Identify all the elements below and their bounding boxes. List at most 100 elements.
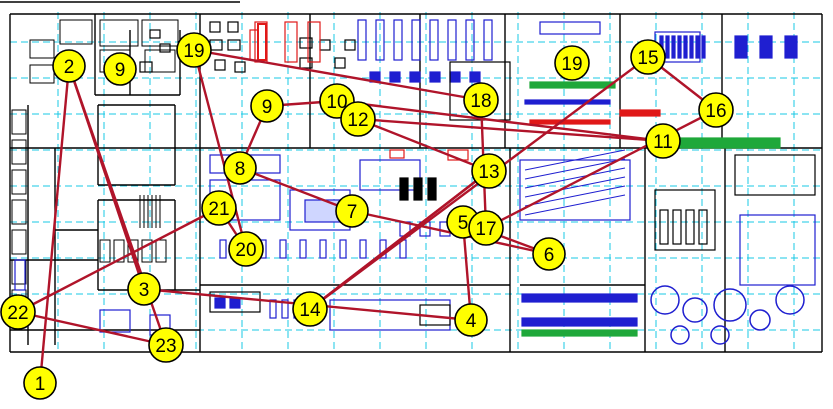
station-marker-9b: 9 [250, 89, 284, 123]
marker-circle [228, 231, 264, 267]
machine [299, 37, 313, 49]
round-machine [713, 288, 747, 322]
marker-circle [103, 52, 137, 86]
marker-circle [471, 153, 507, 189]
black-machine [654, 189, 716, 251]
blue-unit [214, 297, 226, 309]
station-marker-7: 7 [335, 194, 369, 228]
blue-diagonal [524, 158, 626, 180]
marker-label: 9 [115, 60, 126, 81]
green-conveyor [529, 81, 616, 89]
blue-rack [683, 35, 688, 59]
room-cell [113, 239, 125, 263]
blue-bench [279, 239, 287, 259]
blue-unit [409, 71, 421, 83]
blue-rack [695, 35, 700, 59]
blue-bench [339, 239, 347, 259]
route-line-10-11 [336, 99, 664, 143]
marker-circle [52, 49, 86, 83]
room-cell [11, 139, 27, 165]
red-machine [284, 21, 298, 63]
marker-label: 19 [561, 54, 582, 75]
blue-bench [319, 239, 327, 259]
blue-unit [429, 71, 441, 83]
office-room [99, 19, 139, 47]
blue-bench [483, 19, 493, 61]
station-marker-8: 8 [223, 151, 257, 185]
machine [209, 291, 261, 313]
blue-unit [389, 71, 401, 83]
marker-label: 6 [544, 245, 555, 266]
machine [344, 39, 356, 51]
marker-circle [554, 45, 590, 81]
blue-bench [393, 19, 403, 61]
blue-bench [465, 19, 475, 61]
station-marker-3: 3 [127, 272, 161, 306]
marker-label: 9 [262, 97, 273, 118]
station-marker-15: 15 [630, 39, 666, 75]
red-machine [307, 21, 321, 63]
blue-rack [734, 35, 748, 59]
marker-circle [468, 210, 504, 246]
blue-conveyor [521, 317, 638, 327]
office-room [59, 19, 93, 45]
station-marker-1: 1 [23, 366, 57, 400]
station-marker-2: 2 [52, 49, 86, 83]
machine [334, 57, 346, 69]
marker-circle [148, 327, 184, 363]
station-marker-10: 10 [319, 83, 355, 119]
route-line-16-17 [485, 108, 717, 230]
marker-label: 1 [35, 374, 46, 395]
marker-label: 5 [458, 213, 469, 234]
station-marker-11: 11 [645, 123, 681, 159]
marker-circle [250, 89, 284, 123]
blue-cabinet [99, 309, 131, 333]
marker-label: 16 [705, 101, 726, 122]
office-room [29, 64, 55, 84]
station-marker-16: 16 [698, 92, 734, 128]
machine [149, 29, 161, 39]
station-marker-9a: 9 [103, 52, 137, 86]
route-line-12-13 [357, 117, 490, 173]
room-cell [11, 259, 27, 285]
blue-conveyor [524, 99, 611, 105]
blue-machine [739, 214, 816, 286]
blue-rack [671, 35, 676, 59]
marker-circle [0, 294, 36, 330]
blue-cabinet [14, 259, 26, 291]
black-rack [685, 209, 695, 245]
machine [159, 43, 171, 53]
red-machine [249, 29, 259, 61]
marker-circle [127, 272, 161, 306]
red-marker [389, 149, 405, 159]
marker-label: 21 [208, 199, 229, 220]
blue-rack [784, 35, 798, 59]
blue-bench [411, 19, 421, 61]
station-marker-17: 17 [468, 210, 504, 246]
route-line-11-12 [357, 117, 664, 143]
black-column [427, 177, 437, 201]
blue-unit [229, 297, 241, 309]
machine [299, 57, 313, 69]
route-line-13-14 [309, 170, 490, 310]
station-marker-4: 4 [454, 303, 488, 337]
round-machine [682, 297, 708, 323]
marker-label: 8 [235, 159, 246, 180]
blue-unit [469, 71, 481, 83]
round-machine [670, 325, 690, 345]
marker-circle [532, 237, 566, 271]
machine [234, 61, 246, 73]
marker-label: 14 [299, 300, 321, 321]
marker-label: 19 [183, 41, 204, 62]
station-marker-13: 13 [471, 153, 507, 189]
round-machine [775, 285, 805, 315]
blue-cell [359, 159, 421, 191]
station-marker-12: 12 [340, 101, 376, 137]
marker-circle [630, 39, 666, 75]
blue-conveyor [521, 293, 638, 303]
room-cell [11, 109, 27, 135]
marker-circle [223, 151, 257, 185]
marker-circle [23, 366, 57, 400]
route-line-1-2 [38, 65, 71, 384]
blue-rack [665, 35, 670, 59]
